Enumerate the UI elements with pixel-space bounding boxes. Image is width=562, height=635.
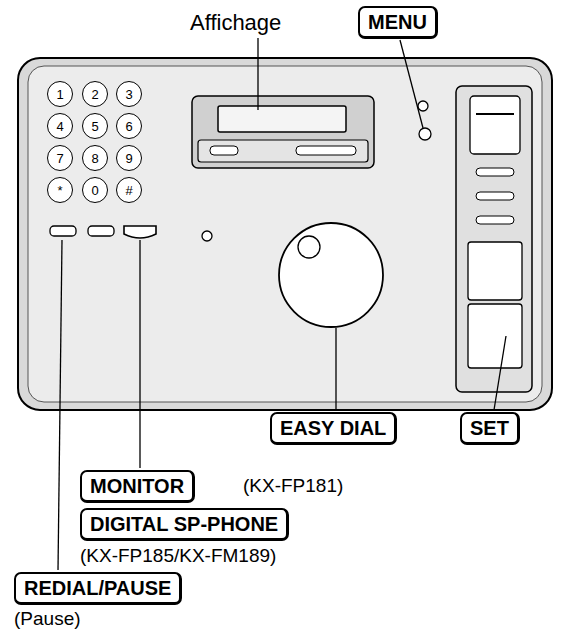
set-key-label: SET (460, 412, 520, 445)
lamp (296, 146, 356, 155)
button (476, 192, 514, 200)
keypad-key: 7 (47, 145, 73, 171)
menu-key-label: MENU (358, 6, 438, 39)
keypad-key: * (47, 177, 73, 203)
keypad-key: # (116, 177, 142, 203)
redial-button (50, 226, 76, 236)
model-note: (KX-FP181) (243, 475, 343, 497)
indicator (202, 231, 212, 241)
key-digit: 9 (125, 152, 132, 165)
key-digit: 6 (125, 120, 132, 133)
speakerphone-key-label: DIGITAL SP-PHONE (80, 508, 289, 541)
monitor-key-label: MONITOR (80, 470, 195, 503)
display-lower-bar (198, 140, 368, 162)
keypad-key: 2 (82, 81, 108, 107)
key-digit: 1 (56, 88, 63, 101)
panel-housing (18, 58, 552, 410)
redial-key-label: REDIAL/PAUSE (14, 572, 182, 605)
keypad-key: 5 (82, 113, 108, 139)
leader-line (139, 240, 140, 468)
set-button (468, 304, 522, 368)
monitor-button (124, 226, 156, 238)
display-label: Affichage (190, 10, 281, 36)
keypad-key: 8 (82, 145, 108, 171)
keypad-key: 3 (116, 81, 142, 107)
indicator (418, 101, 428, 111)
button (468, 242, 522, 300)
key-digit: 4 (56, 120, 63, 133)
key-digit: 0 (91, 184, 98, 197)
model-note: (Pause) (14, 608, 81, 630)
slot-line (476, 113, 514, 115)
document-slot (470, 96, 520, 154)
key-digit: # (125, 184, 132, 197)
key-name: SET (470, 417, 509, 439)
lcd-window (218, 106, 346, 132)
lamp (210, 146, 238, 155)
right-panel (456, 86, 532, 392)
model-note: (KX-FP185/KX-FM189) (80, 545, 276, 567)
leader-line (58, 240, 62, 570)
leader-line (494, 336, 506, 410)
key-digit: 2 (91, 88, 98, 101)
easy-dial-key-label: EASY DIAL (270, 412, 397, 445)
keypad-key: 9 (116, 145, 142, 171)
keypad-key: 4 (47, 113, 73, 139)
leader-line (335, 328, 336, 410)
key-name: EASY DIAL (280, 417, 386, 439)
leader-line (400, 40, 423, 128)
key-digit: 8 (91, 152, 98, 165)
panel-face (28, 66, 542, 402)
key-name: REDIAL/PAUSE (24, 577, 171, 599)
display-frame (192, 96, 374, 168)
keypad-key: 0 (82, 177, 108, 203)
button (476, 216, 514, 224)
leader-line (257, 38, 258, 110)
menu-button (419, 128, 431, 140)
key-name: DIGITAL SP-PHONE (90, 513, 278, 535)
button (88, 226, 114, 236)
keypad-key: 1 (47, 81, 73, 107)
button (476, 168, 514, 176)
keypad-key: 6 (116, 113, 142, 139)
key-digit: 7 (56, 152, 63, 165)
dial-grip (298, 236, 320, 258)
key-digit: 3 (125, 88, 132, 101)
key-digit: * (57, 184, 62, 197)
easy-dial (279, 223, 383, 327)
key-name: MENU (368, 11, 427, 33)
key-digit: 5 (91, 120, 98, 133)
key-name: MONITOR (90, 475, 184, 497)
